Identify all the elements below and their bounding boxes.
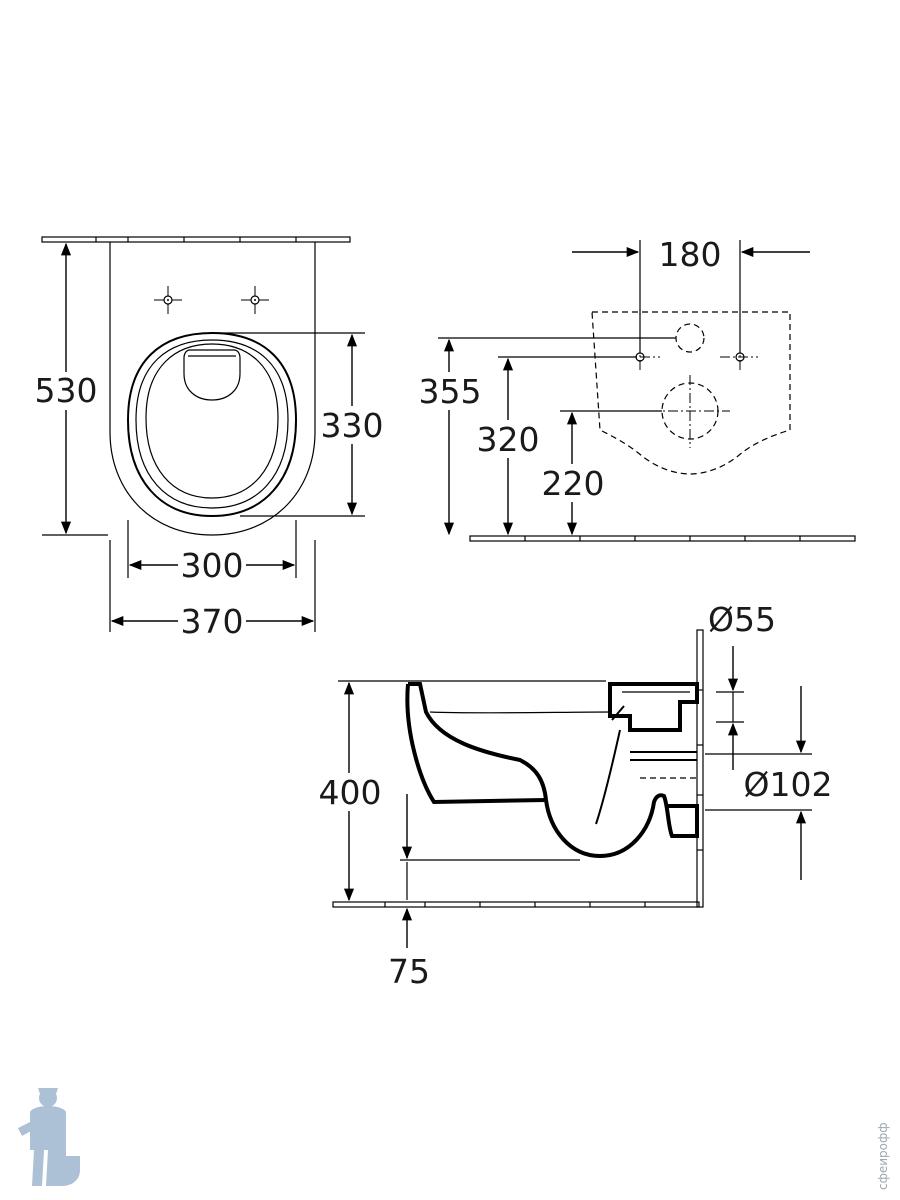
seat-opening (145, 343, 279, 499)
seat-outer (126, 331, 298, 518)
dim-inner-width: 300 (181, 546, 244, 585)
watermark-site: сфеирофф (876, 1122, 890, 1190)
back-view: 180 355 320 220 (416, 235, 856, 542)
top-view-wall (41, 236, 351, 243)
dim-supply-height: 355 (419, 372, 482, 411)
top-view: 530 330 300 370 (32, 236, 386, 641)
connector-pipe (630, 751, 697, 761)
bowl-outline (109, 242, 316, 536)
seat-inner (135, 339, 289, 509)
fixing-hole-left (154, 286, 182, 314)
dim-outlet-height: 220 (542, 464, 605, 503)
flush-plate (183, 349, 241, 401)
side-view-wall (696, 629, 704, 908)
dim-outlet-diameter: Ø102 (744, 765, 833, 804)
back-fixing-right (720, 342, 758, 372)
dim-rim-height: 400 (319, 773, 382, 812)
bowl-front (405, 683, 547, 805)
dim-supply-diameter: Ø55 (708, 600, 776, 639)
dim-total-length: 530 (35, 371, 98, 410)
dim-fixing-spacing: 180 (659, 235, 722, 274)
fixing-hole-right (241, 286, 269, 314)
supply-connection (675, 323, 705, 353)
plumber-logo (18, 1088, 80, 1186)
dim-outer-width: 370 (181, 602, 244, 641)
bowl-profile (408, 682, 699, 859)
dim-outlet-offset: 75 (388, 952, 430, 991)
dim-fixing-height: 320 (477, 420, 540, 459)
rim-top (429, 711, 613, 714)
dim-seat-length: 330 (321, 406, 384, 445)
trap-channel (595, 729, 621, 825)
back-view-floor (469, 535, 856, 542)
side-view-floor (332, 901, 700, 908)
side-view: Ø55 Ø102 400 75 (316, 600, 832, 991)
back-silhouette (591, 311, 791, 475)
